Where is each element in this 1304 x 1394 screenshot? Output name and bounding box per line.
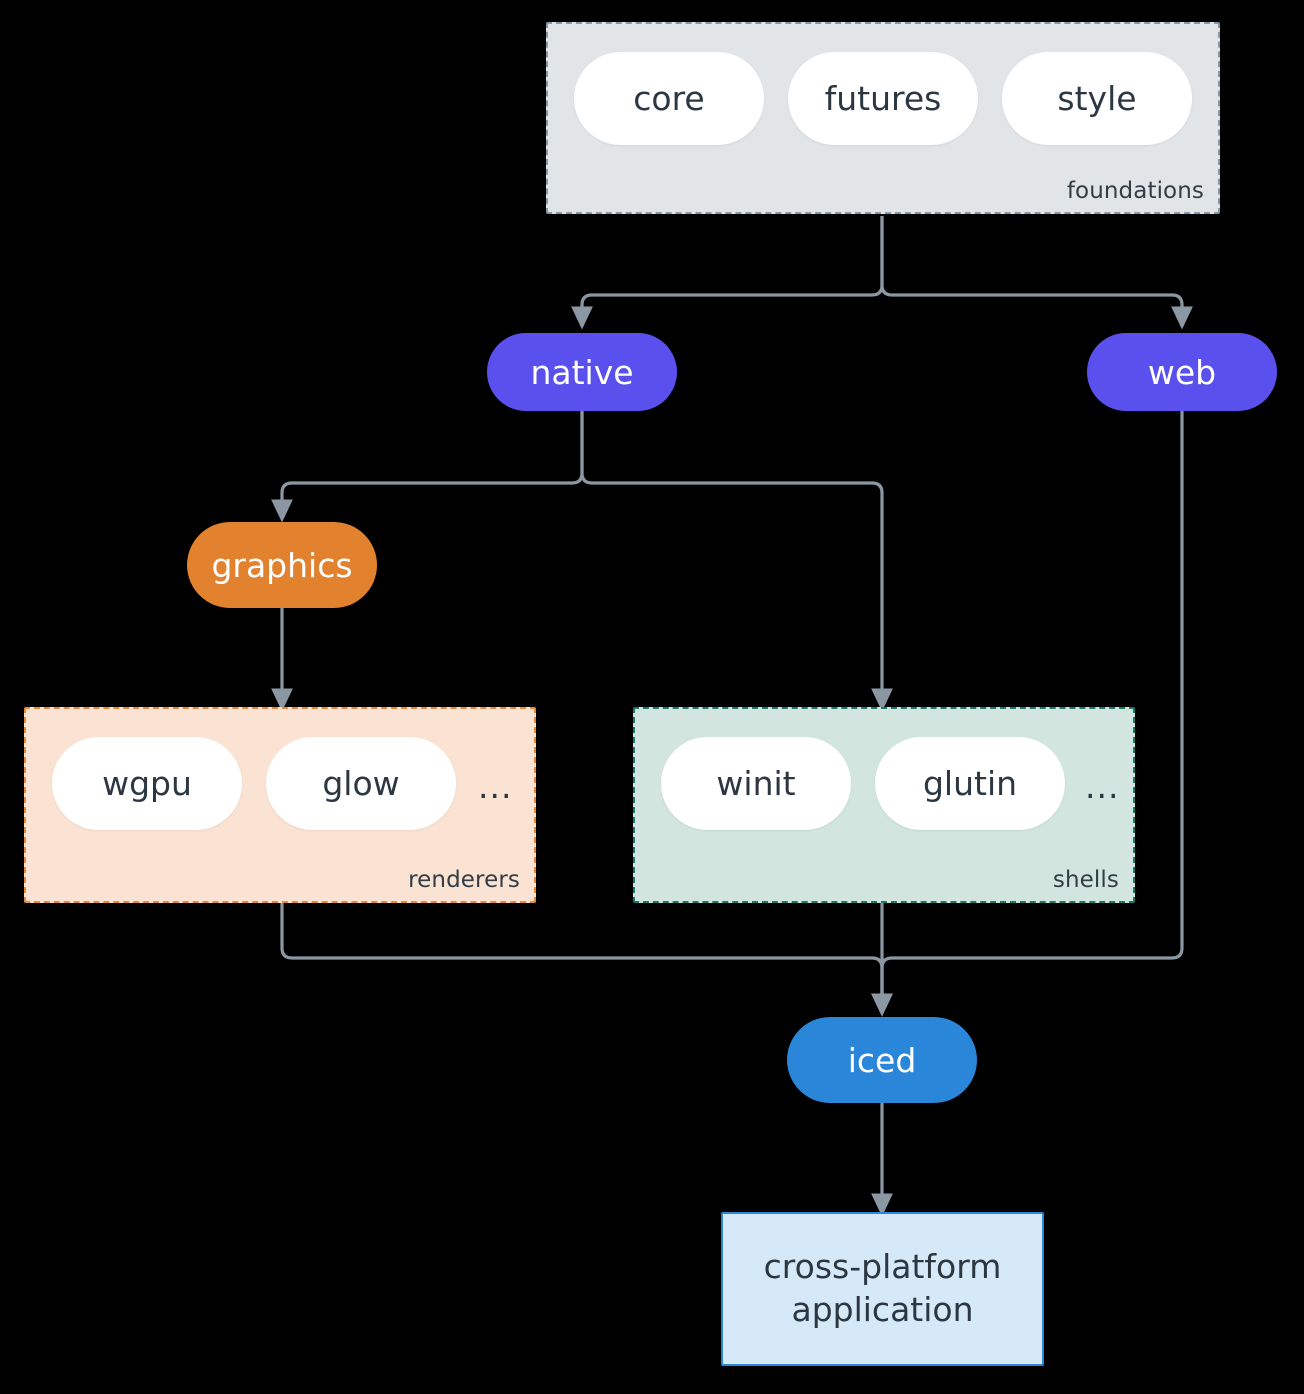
group-renderers-label: renderers (408, 867, 520, 893)
pill-futures[interactable]: futures (788, 52, 978, 145)
node-web[interactable]: web (1087, 333, 1277, 411)
group-foundations: core futures style foundations (546, 22, 1220, 214)
node-application[interactable]: cross-platform application (721, 1212, 1044, 1366)
group-renderers: wgpu glow ... renderers (24, 707, 536, 903)
group-shells: winit glutin ... shells (633, 707, 1135, 903)
group-shells-label: shells (1052, 867, 1119, 893)
edge-native-graphics (271, 411, 584, 523)
pill-core-label: core (633, 79, 705, 118)
group-foundations-label: foundations (1066, 178, 1204, 204)
pill-wgpu[interactable]: wgpu (52, 737, 242, 830)
node-graphics-label: graphics (211, 545, 353, 585)
edge-native-shells (580, 411, 893, 712)
node-web-label: web (1147, 352, 1217, 392)
node-native[interactable]: native (487, 333, 677, 411)
pill-glow-label: glow (322, 764, 400, 803)
edge-foundations-web (880, 216, 1193, 330)
node-application-label-line1: cross-platform (763, 1247, 1002, 1287)
pill-glutin-label: glutin (922, 764, 1018, 803)
node-application-label-line2: application (791, 1290, 974, 1329)
pill-futures-label: futures (824, 79, 942, 118)
node-iced-label: iced (847, 1040, 917, 1080)
node-iced[interactable]: iced (787, 1017, 977, 1103)
pill-glutin[interactable]: glutin (875, 737, 1065, 830)
edge-foundations-native (571, 216, 884, 330)
pill-style-label: style (1057, 79, 1137, 118)
edge-renderers-iced (280, 903, 893, 1017)
node-graphics[interactable]: graphics (187, 522, 377, 608)
renderers-ellipsis: ... (478, 767, 513, 806)
pill-winit-label: winit (716, 764, 796, 803)
pill-style[interactable]: style (1002, 52, 1192, 145)
pill-wgpu-label: wgpu (102, 764, 192, 803)
pill-core[interactable]: core (574, 52, 764, 145)
node-native-label: native (530, 352, 634, 392)
pill-glow[interactable]: glow (266, 737, 456, 830)
shells-ellipsis: ... (1085, 767, 1120, 806)
pill-winit[interactable]: winit (661, 737, 851, 830)
